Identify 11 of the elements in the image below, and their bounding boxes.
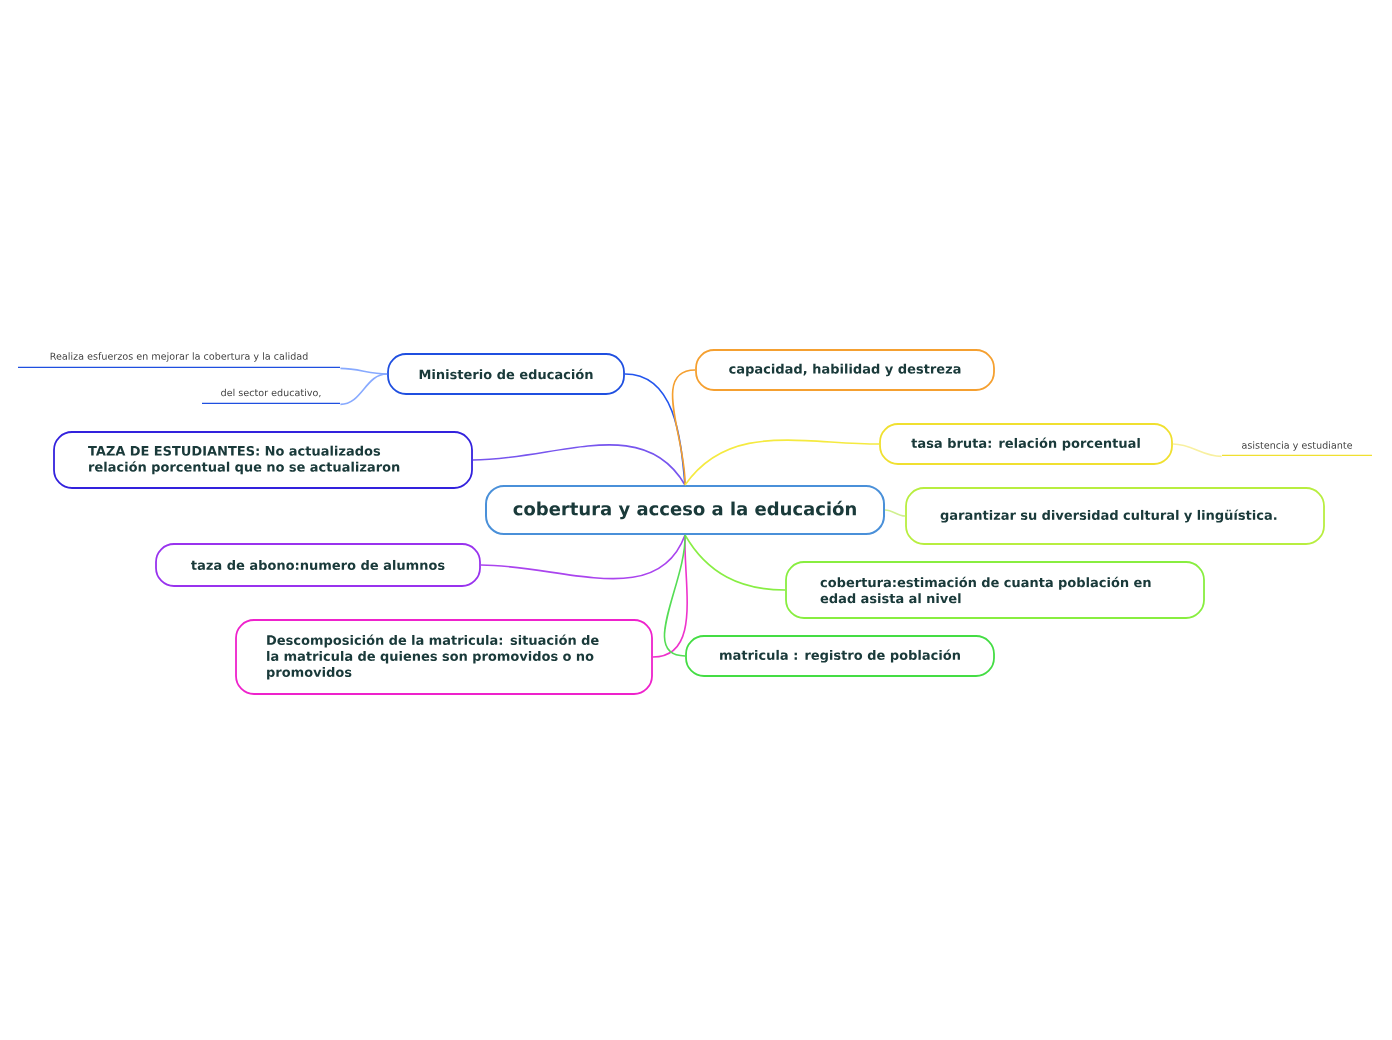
connector-line bbox=[472, 444, 686, 486]
connector-line bbox=[339, 367, 388, 375]
central-topic-box: cobertura y acceso a la educación bbox=[485, 485, 885, 535]
connector-line bbox=[684, 439, 880, 486]
connector-line bbox=[684, 534, 786, 591]
connector-line bbox=[671, 369, 696, 486]
connector-line bbox=[884, 509, 906, 517]
connector-line bbox=[480, 534, 686, 580]
connector-line bbox=[1172, 443, 1223, 458]
connector-line bbox=[663, 534, 686, 657]
connector-line bbox=[339, 373, 388, 406]
